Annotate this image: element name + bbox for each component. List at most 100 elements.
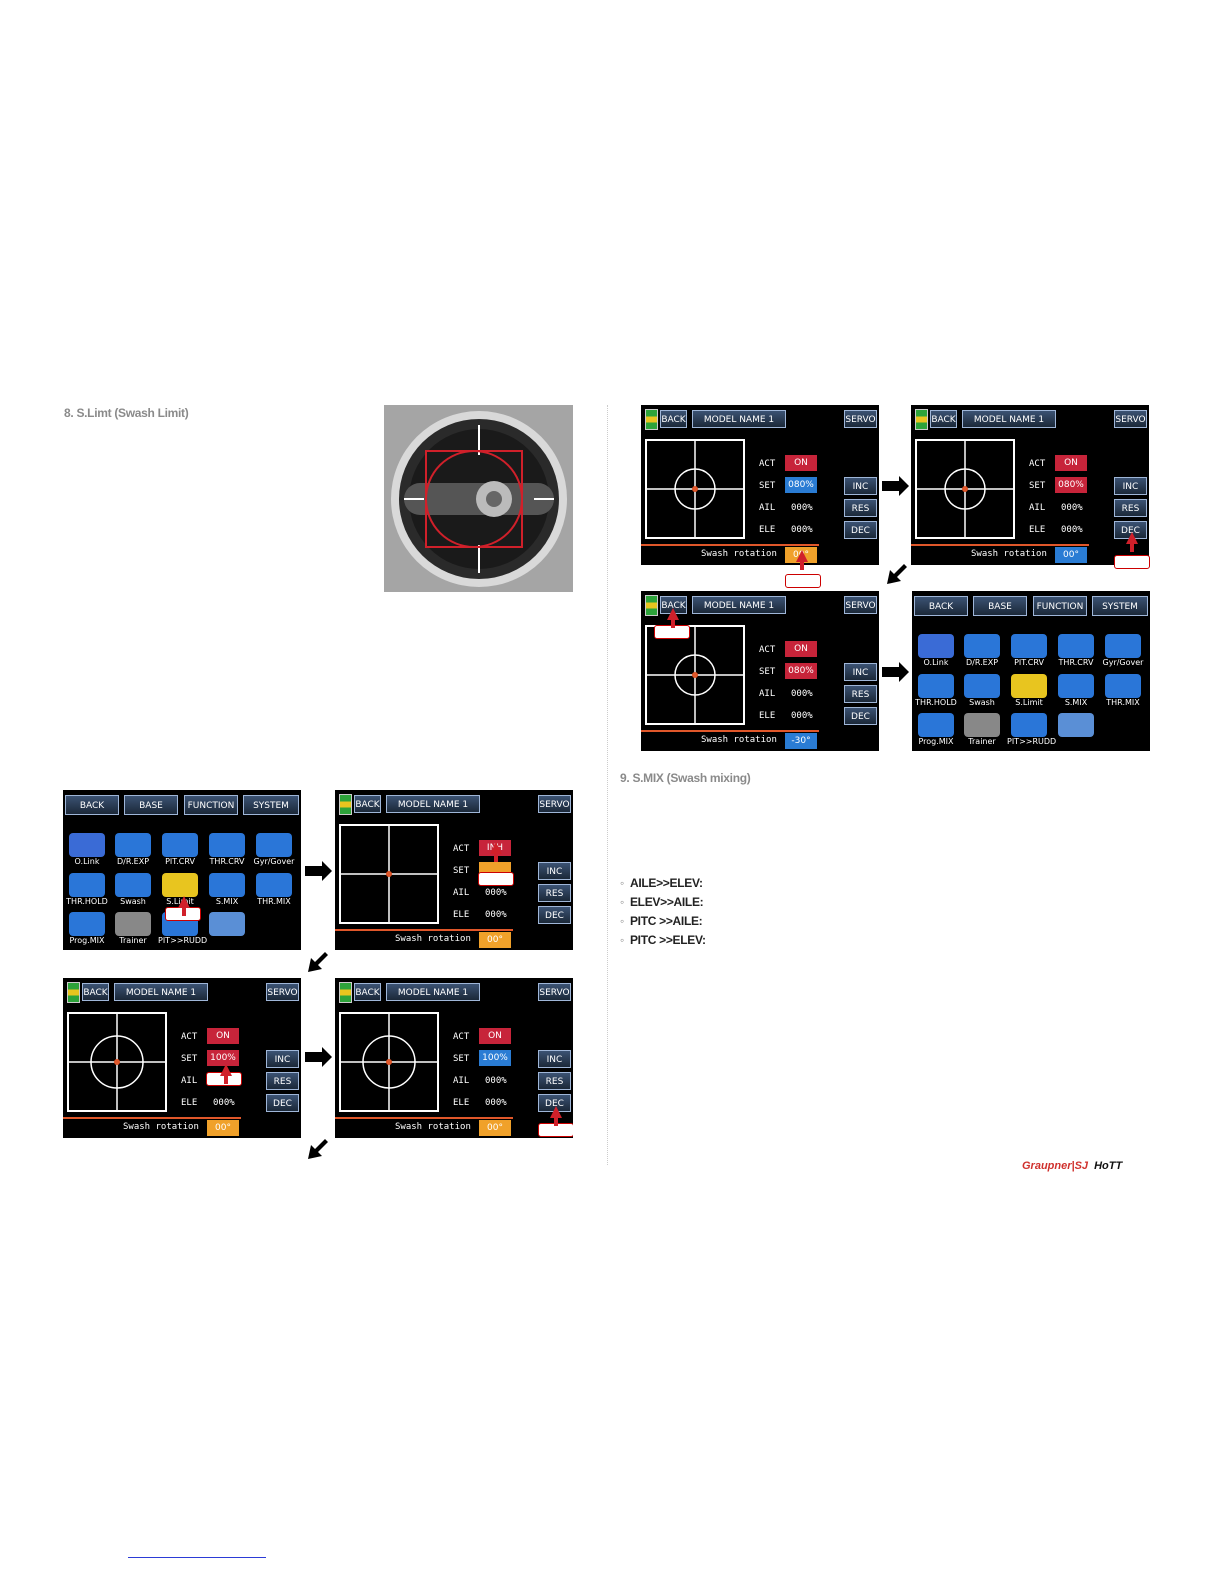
inc-button[interactable]: INC — [538, 1050, 571, 1068]
dec-button[interactable]: DEC — [538, 906, 571, 924]
swash-limit-screen-5: BACK MODEL NAME 1 SERVO ACT SET AIL ELE … — [911, 405, 1149, 565]
menu-item-drexp[interactable]: D/R.EXP — [960, 634, 1004, 667]
set-value[interactable]: 080% — [1055, 477, 1087, 493]
ail-label: AIL — [759, 503, 776, 513]
menu-item-graph[interactable] — [205, 912, 249, 936]
servo-button[interactable]: SERVO — [266, 983, 299, 1001]
act-value[interactable]: ON — [479, 1028, 511, 1044]
menu-item-progmix[interactable]: Prog.MIX — [65, 912, 109, 945]
swash-rotation-value[interactable]: 00° — [1055, 547, 1087, 563]
model-name-button[interactable]: MODEL NAME 1 — [114, 983, 208, 1001]
menu-item-thrhold[interactable]: THR.HOLD — [914, 674, 958, 707]
servo-button[interactable]: SERVO — [844, 410, 877, 428]
servo-button[interactable]: SERVO — [1114, 410, 1147, 428]
act-value[interactable]: ON — [1055, 455, 1087, 471]
menu-item-smix[interactable]: S.MIX — [1054, 674, 1098, 707]
menu-item-swash[interactable]: Swash — [111, 873, 155, 906]
model-name-button[interactable]: MODEL NAME 1 — [962, 410, 1056, 428]
servo-button[interactable]: SERVO — [538, 795, 571, 813]
res-button[interactable]: RES — [844, 499, 877, 517]
res-button[interactable]: RES — [1114, 499, 1147, 517]
menu-item-thrmix[interactable]: THR.MIX — [1101, 674, 1145, 707]
menu-item-olink[interactable]: O.Link — [65, 833, 109, 866]
model-name-button[interactable]: MODEL NAME 1 — [386, 795, 480, 813]
gimbal-illustration — [384, 405, 573, 592]
inc-button[interactable]: INC — [538, 862, 571, 880]
back-button[interactable]: BACK — [660, 410, 687, 428]
callout-box — [478, 872, 514, 886]
tab-base[interactable]: BASE — [973, 596, 1027, 616]
res-button[interactable]: RES — [844, 685, 877, 703]
tab-function[interactable]: FUNCTION — [184, 795, 238, 815]
back-button[interactable]: BACK — [354, 983, 381, 1001]
menu-item-graph[interactable] — [1054, 713, 1098, 737]
menu-item-drexp[interactable]: D/R.EXP — [111, 833, 155, 866]
set-label: SET — [453, 866, 470, 876]
tab-function[interactable]: FUNCTION — [1033, 596, 1087, 616]
ele-value: 000% — [213, 1098, 235, 1108]
model-name-button[interactable]: MODEL NAME 1 — [386, 983, 480, 1001]
menu-item-thrcrv[interactable]: THR.CRV — [205, 833, 249, 866]
set-value[interactable]: 080% — [785, 663, 817, 679]
menu-item-thrmix[interactable]: THR.MIX — [252, 873, 296, 906]
menu-item-gyro[interactable]: Gyr/Gover — [1101, 634, 1145, 667]
inc-button[interactable]: INC — [266, 1050, 299, 1068]
back-button[interactable]: BACK — [82, 983, 109, 1001]
menu-item-pitcrv[interactable]: PIT.CRV — [158, 833, 202, 866]
battery-icon — [67, 982, 80, 1003]
act-value[interactable]: ON — [785, 641, 817, 657]
callout-box — [1114, 555, 1150, 569]
servo-button[interactable]: SERVO — [538, 983, 571, 1001]
gyro-icon — [256, 833, 292, 857]
model-name-button[interactable]: MODEL NAME 1 — [692, 410, 786, 428]
set-value[interactable]: 080% — [785, 477, 817, 493]
model-name-button[interactable]: MODEL NAME 1 — [692, 596, 786, 614]
menu-item-gyro[interactable]: Gyr/Gover — [252, 833, 296, 866]
menu-item-slimit[interactable]: S.Limit — [1007, 674, 1051, 707]
dec-button[interactable]: DEC — [844, 521, 877, 539]
menu-item-trainer[interactable]: Trainer — [111, 912, 155, 945]
act-value[interactable]: ON — [207, 1028, 239, 1044]
swash-rotation-value[interactable]: 00° — [479, 932, 511, 948]
tab-back[interactable]: BACK — [914, 596, 968, 616]
swash-rotation-value[interactable]: 00° — [207, 1120, 239, 1136]
tab-system[interactable]: SYSTEM — [243, 795, 299, 815]
dec-button[interactable]: DEC — [266, 1094, 299, 1112]
menu-item-thrhold[interactable]: THR.HOLD — [65, 873, 109, 906]
back-button[interactable]: BACK — [354, 795, 381, 813]
swash-limit-screen-4: BACK MODEL NAME 1 SERVO ACT SET AIL ELE … — [641, 405, 879, 565]
tab-system[interactable]: SYSTEM — [1092, 596, 1148, 616]
inc-button[interactable]: INC — [844, 663, 877, 681]
tab-base[interactable]: BASE — [124, 795, 178, 815]
set-value[interactable]: 100% — [207, 1050, 239, 1066]
gimbal-photo — [384, 405, 573, 592]
menu-item-pitcrv[interactable]: PIT.CRV — [1007, 634, 1051, 667]
menu-item-thrcrv[interactable]: THR.CRV — [1054, 634, 1098, 667]
menu-item-trainer[interactable]: Trainer — [960, 713, 1004, 746]
set-value[interactable]: 100% — [479, 1050, 511, 1066]
tab-back[interactable]: BACK — [65, 795, 119, 815]
inc-button[interactable]: INC — [1114, 477, 1147, 495]
swash-rotation-label: Swash rotation — [395, 934, 471, 944]
menu-item-olink[interactable]: O.Link — [914, 634, 958, 667]
menu-item-pitrudd[interactable]: PIT>>RUDD — [1007, 713, 1056, 746]
menu-item-swash[interactable]: Swash — [960, 674, 1004, 707]
menu-item-slimit[interactable]: S.Limit — [158, 873, 202, 906]
act-value[interactable]: ON — [785, 455, 817, 471]
res-button[interactable]: RES — [538, 1072, 571, 1090]
swash-rotation-value[interactable]: -30° — [785, 733, 817, 749]
res-button[interactable]: RES — [538, 884, 571, 902]
dec-button[interactable]: DEC — [844, 707, 877, 725]
progmix-icon — [918, 713, 954, 737]
res-button[interactable]: RES — [266, 1072, 299, 1090]
menu-item-label: THR.MIX — [257, 897, 291, 906]
inc-button[interactable]: INC — [844, 477, 877, 495]
servo-button[interactable]: SERVO — [844, 596, 877, 614]
battery-icon — [645, 595, 658, 616]
section-heading-smix: 9. S.MIX (Swash mixing) — [620, 771, 751, 785]
swash-rotation-value[interactable]: 00° — [479, 1120, 511, 1136]
back-button[interactable]: BACK — [930, 410, 957, 428]
swash-limit-graph — [67, 1012, 167, 1112]
menu-item-progmix[interactable]: Prog.MIX — [914, 713, 958, 746]
menu-item-smix[interactable]: S.MIX — [205, 873, 249, 906]
